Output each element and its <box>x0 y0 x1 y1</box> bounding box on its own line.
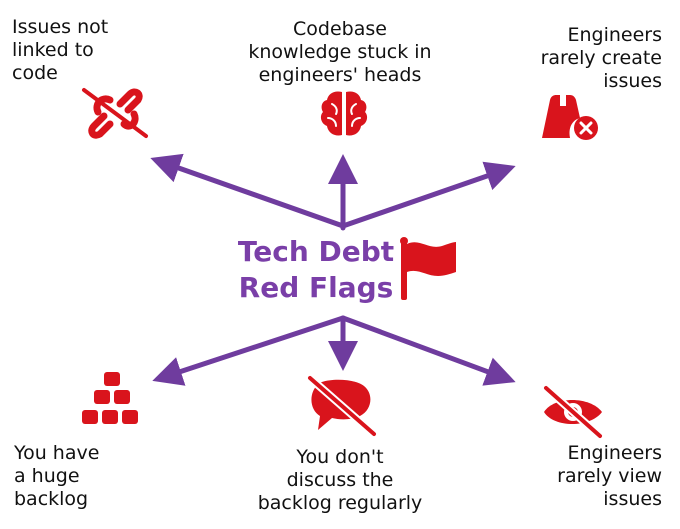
arrow-to-rarely-create <box>340 161 516 229</box>
label-rarely-view: Engineers rarely view issues <box>557 442 662 510</box>
center-title-line2: Red Flags <box>238 271 394 304</box>
arrow-to-issues-not-linked <box>150 153 346 229</box>
label-issues-not-linked: Issues not linked to code <box>12 16 109 84</box>
label-rarely-create: Engineers rarely create issues <box>540 24 662 92</box>
issue-remove-icon <box>542 95 598 140</box>
label-huge-backlog: You have a huge backlog <box>14 442 100 510</box>
stacked-blocks-icon <box>82 372 138 424</box>
no-discussion-icon <box>306 374 378 438</box>
arrow-to-rarely-view <box>340 315 516 386</box>
center-title: Tech Debt Red Flags <box>226 234 406 306</box>
center-title-line1: Tech Debt <box>237 235 395 268</box>
brain-icon <box>320 91 368 136</box>
eye-slash-icon <box>542 384 604 440</box>
red-flag-icon <box>400 237 456 300</box>
arrow-to-huge-backlog <box>152 315 346 386</box>
label-no-discussion: You don't discuss the backlog regularly <box>257 446 423 514</box>
broken-link-icon <box>82 88 148 139</box>
label-codebase-knowledge: Codebase knowledge stuck in engineers' h… <box>248 18 432 86</box>
